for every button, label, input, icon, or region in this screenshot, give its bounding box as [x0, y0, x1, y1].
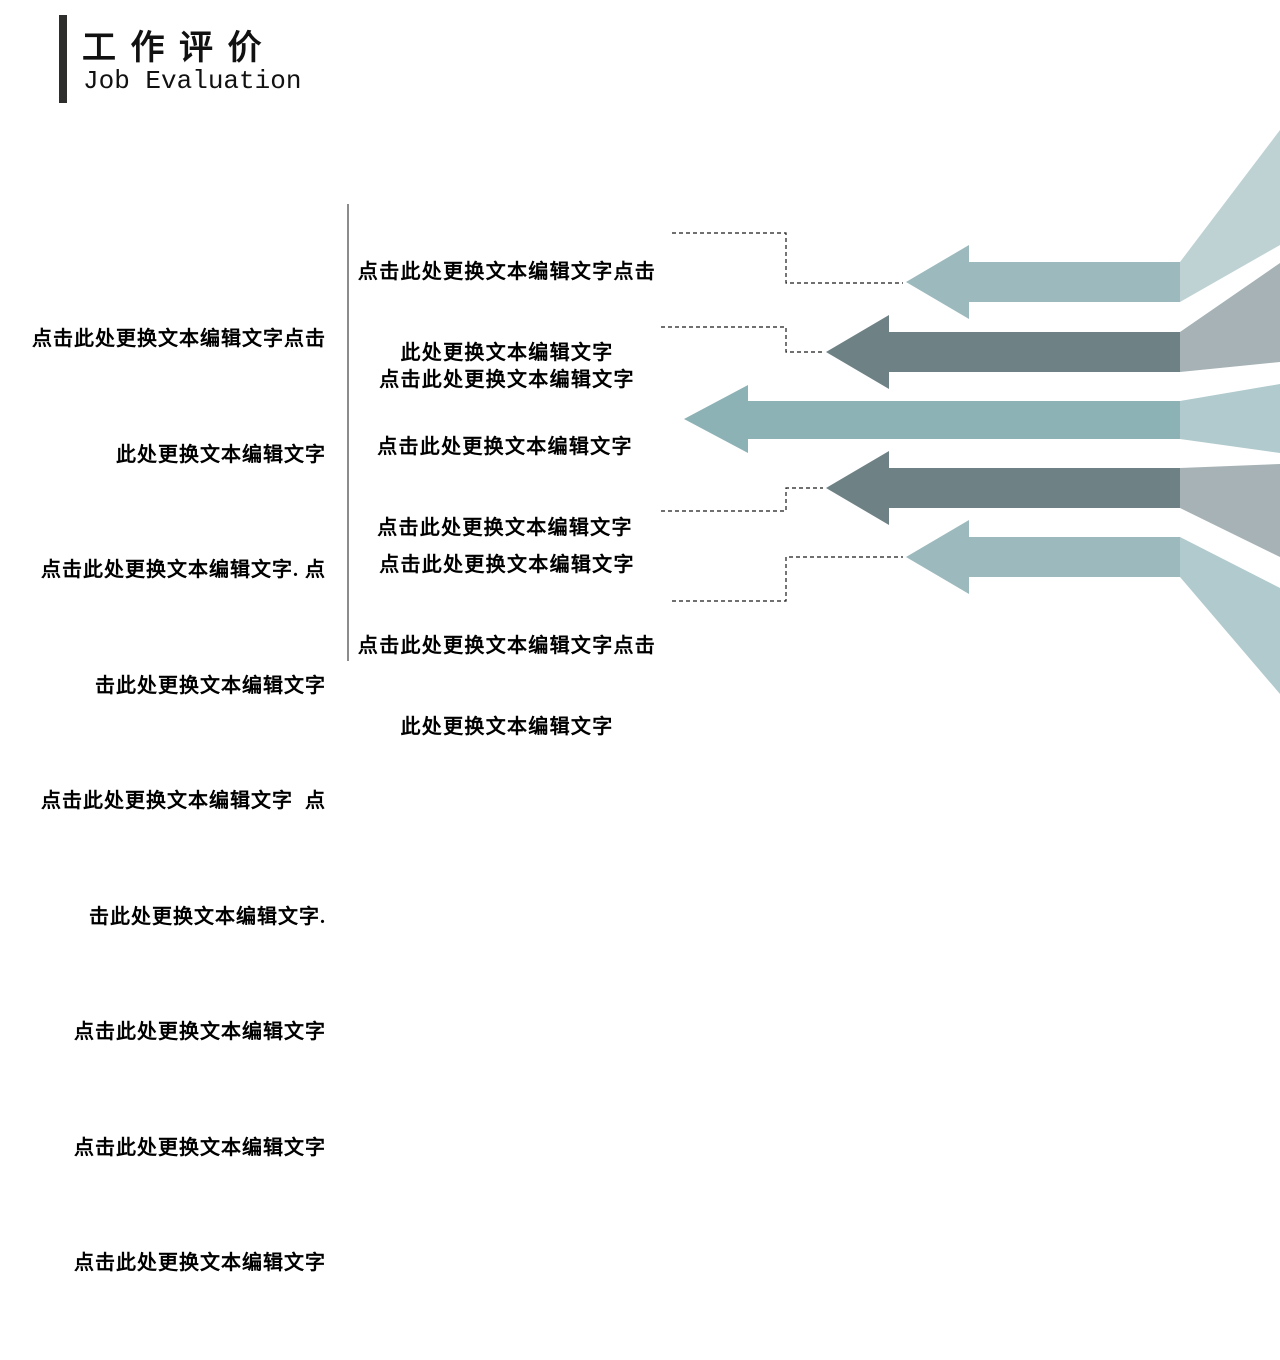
arrow-2: [826, 315, 1180, 389]
decor-graphics: [59, 15, 1280, 694]
callout-text-4[interactable]: 点击此处更换文本编辑文字: [352, 498, 662, 633]
callout-line: 点击此处更换文本编辑文字: [379, 554, 635, 576]
connector-4: [661, 487, 823, 512]
arrow-3: [684, 385, 1180, 453]
left-text-line: 点击此处更换文本编辑文字. 点: [41, 559, 326, 581]
callout-text-3[interactable]: 点击此处更换文本编辑文字 点击此处更换文本编辑文字: [350, 380, 660, 596]
beam-5: [1180, 537, 1280, 694]
left-text-line: 此处更换文本编辑文字: [116, 443, 326, 466]
callout-line: 点击此处更换文本编辑文字点击: [357, 261, 657, 283]
beam-2: [1180, 263, 1280, 372]
left-text-line: 点击此处更换文本编辑文字: [74, 1252, 326, 1274]
beam-1: [1180, 130, 1280, 302]
callout-line: 点击此处更换文本编辑文字: [379, 369, 635, 391]
callout-text-1[interactable]: 点击此处更换文本编辑文字点击 此处更换文本编辑文字: [352, 205, 662, 421]
callout-line: 点击此处更换文本编辑文字: [377, 436, 633, 458]
callout-line: 此处更换文本编辑文字: [400, 716, 614, 738]
arrow-4: [826, 451, 1180, 525]
beam-3: [1180, 384, 1280, 453]
connector-5: [672, 556, 903, 602]
callout-text-2[interactable]: 点击此处更换文本编辑文字: [352, 313, 662, 448]
page-subtitle: Job Evaluation: [83, 66, 302, 96]
arrow-5: [906, 520, 1180, 594]
left-text-line: 点击此处更换文本编辑文字: [74, 1136, 326, 1159]
callout-text-5[interactable]: 点击此处更换文本编辑文字点击 此处更换文本编辑文字: [352, 579, 662, 795]
connector-2: [661, 326, 823, 353]
arrow-1: [906, 245, 1180, 319]
connector-1: [672, 232, 903, 284]
left-text-line: 击此处更换文本编辑文字.: [89, 905, 326, 928]
left-text-line: 点击此处更换文本编辑文字 点: [41, 790, 326, 812]
callout-line: 此处更换文本编辑文字: [400, 342, 614, 364]
callout-line: 点击此处更换文本编辑文字点击: [357, 635, 657, 657]
left-text-line: 点击此处更换文本编辑文字点击: [32, 328, 326, 350]
beam-4: [1180, 464, 1280, 557]
left-text-placeholder[interactable]: 点击此处更换文本编辑文字点击 此处更换文本编辑文字 点击此处更换文本编辑文字. …: [0, 243, 326, 1360]
title-accent-bar: [59, 15, 67, 103]
callout-line: 点击此处更换文本编辑文字: [377, 517, 633, 539]
page-title: 工 作 评 价: [82, 30, 265, 67]
left-text-line: 点击此处更换文本编辑文字: [74, 1021, 326, 1043]
left-text-line: 击此处更换文本编辑文字: [95, 674, 326, 697]
